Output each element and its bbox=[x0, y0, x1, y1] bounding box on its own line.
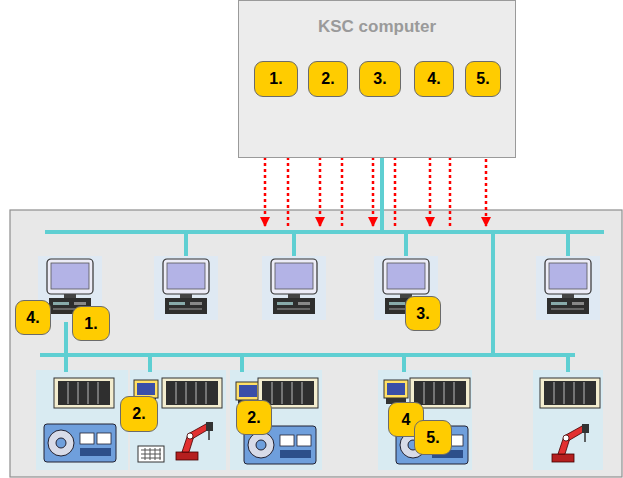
callout-number: 1. bbox=[254, 61, 298, 97]
callout-label: 3. bbox=[373, 70, 386, 88]
host-computer-box: KSC computer 1. 2. 3. 4. 5. bbox=[238, 0, 516, 158]
callout-number: 2. bbox=[236, 400, 272, 435]
callout-label: 4. bbox=[427, 70, 440, 88]
station-tile bbox=[230, 370, 322, 470]
drop-line bbox=[566, 232, 570, 258]
controller-rack bbox=[54, 378, 114, 408]
callout-label: 3. bbox=[416, 305, 429, 323]
bus-riser bbox=[491, 232, 495, 355]
drop-line bbox=[148, 355, 152, 372]
drop-line bbox=[184, 232, 188, 258]
station-tiles bbox=[36, 370, 603, 470]
machine-tool bbox=[44, 424, 116, 462]
callout-number: 3. bbox=[359, 61, 401, 97]
drop-line bbox=[404, 232, 408, 258]
callout-number: 5. bbox=[465, 61, 501, 97]
callout-number: 3. bbox=[405, 296, 441, 331]
callout-label: 4. bbox=[26, 309, 39, 327]
callout-label: 4 bbox=[402, 411, 411, 429]
callout-label: 2. bbox=[321, 70, 334, 88]
controller-rack bbox=[162, 378, 222, 408]
callout-number: 5. bbox=[414, 420, 452, 455]
station-tile bbox=[36, 370, 128, 470]
callout-label: 5. bbox=[426, 429, 439, 447]
callout-number: 4. bbox=[414, 61, 454, 97]
callout-label: 2. bbox=[247, 409, 260, 427]
host-link bbox=[380, 158, 384, 232]
callout-number: 1. bbox=[72, 306, 110, 341]
callout-number: 4. bbox=[15, 300, 51, 335]
terminal bbox=[384, 380, 408, 404]
callout-label: 1. bbox=[84, 315, 97, 333]
drop-line bbox=[64, 322, 68, 355]
network-bus bbox=[40, 158, 604, 372]
drop-line bbox=[292, 232, 296, 258]
station-tile bbox=[378, 370, 472, 470]
robot bbox=[552, 424, 589, 462]
station-tile bbox=[130, 370, 226, 470]
callout-label: 1. bbox=[269, 70, 282, 88]
drop-line bbox=[240, 355, 244, 372]
callout-label: 5. bbox=[476, 70, 489, 88]
robot bbox=[176, 422, 213, 460]
workstation bbox=[154, 256, 218, 320]
upper-bus bbox=[45, 230, 604, 234]
keypad bbox=[138, 446, 164, 462]
controller-rack bbox=[540, 378, 600, 408]
drop-line bbox=[402, 355, 406, 372]
drop-line bbox=[566, 355, 570, 372]
callout-label: 2. bbox=[132, 405, 145, 423]
workstation bbox=[536, 256, 600, 320]
box-title: KSC computer bbox=[239, 17, 515, 37]
plant-panel bbox=[10, 210, 622, 477]
station-tile bbox=[533, 370, 603, 470]
workstation bbox=[262, 256, 326, 320]
drop-line bbox=[64, 355, 68, 372]
callout-number: 2. bbox=[308, 61, 348, 97]
callout-number: 2. bbox=[120, 396, 158, 432]
